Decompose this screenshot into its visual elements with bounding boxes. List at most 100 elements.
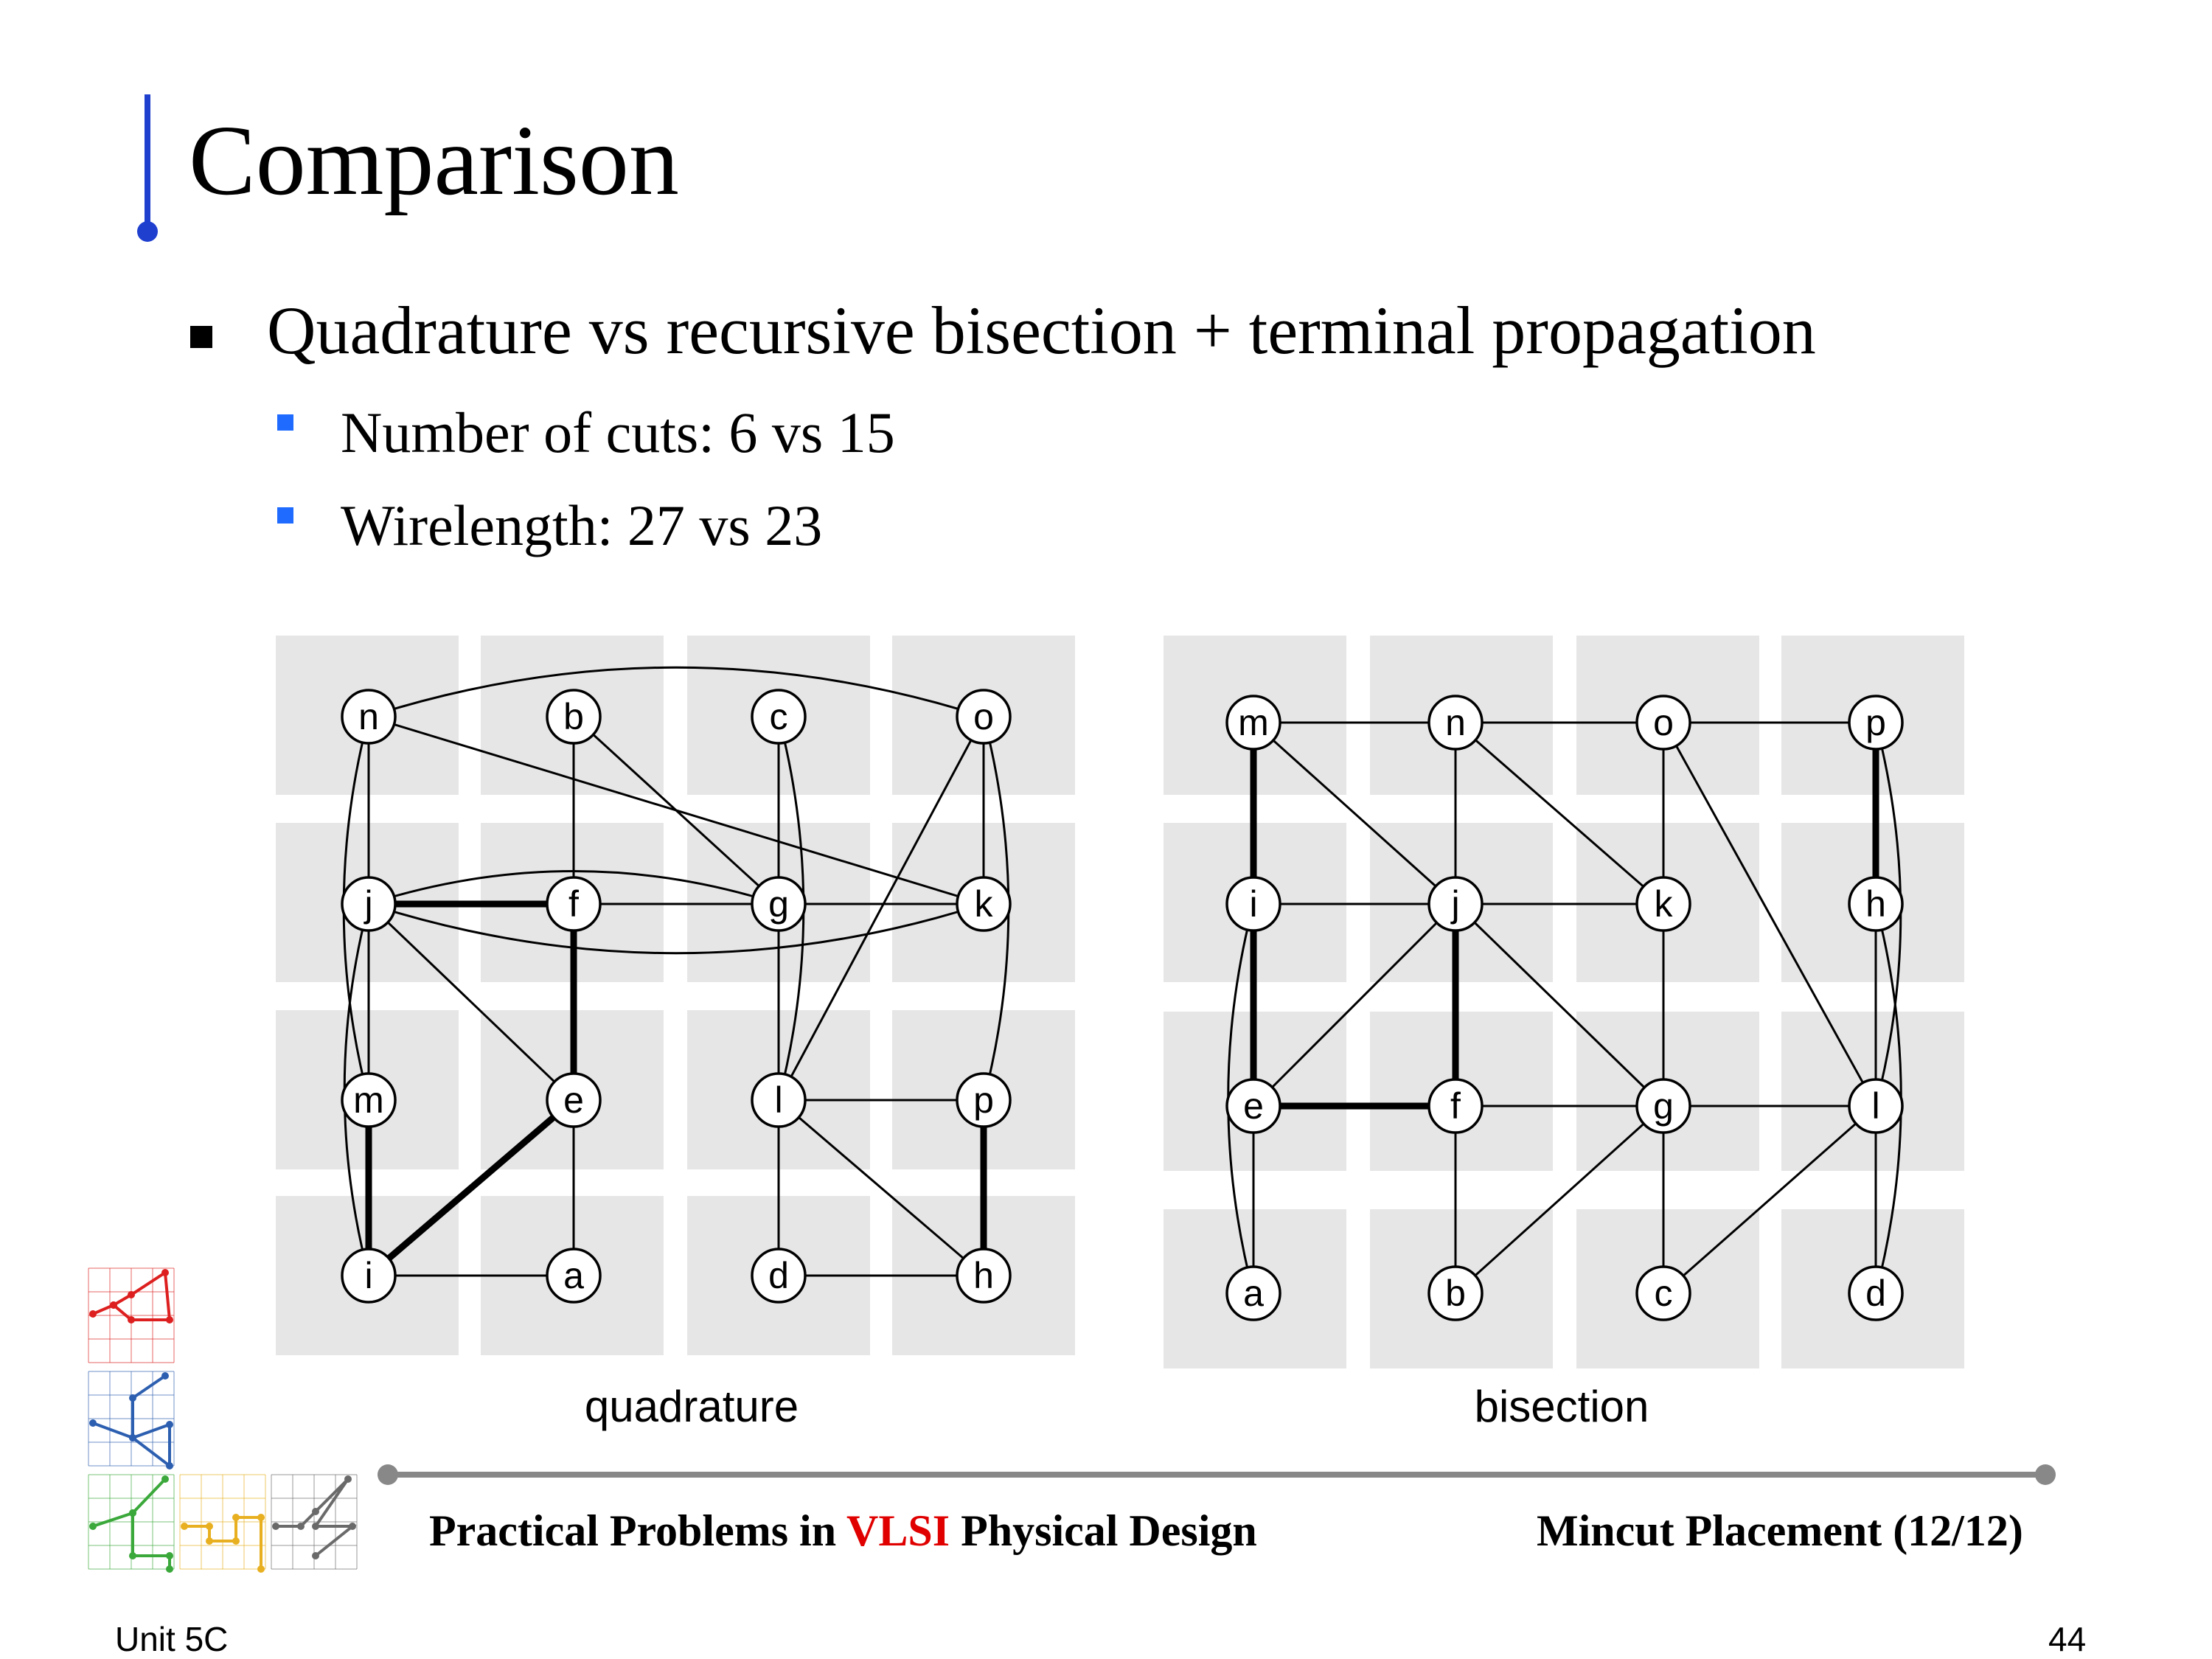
logo-pin bbox=[181, 1523, 188, 1530]
cell-node-label: d bbox=[1865, 1273, 1886, 1314]
cell-node-label: j bbox=[363, 883, 372, 925]
logo-pin bbox=[297, 1523, 305, 1530]
logo-pin bbox=[161, 1475, 169, 1483]
cell-node-label: l bbox=[1871, 1085, 1879, 1127]
logo-pin bbox=[161, 1269, 169, 1276]
cell-node-label: a bbox=[563, 1255, 584, 1296]
logo-pin bbox=[312, 1508, 319, 1515]
cell-node-label: i bbox=[364, 1255, 372, 1296]
sub-bullet-cuts: Number of cuts: 6 vs 15 bbox=[341, 400, 895, 465]
cell-node-label: b bbox=[563, 696, 584, 737]
cell-node-label: d bbox=[768, 1255, 789, 1296]
cell-node bbox=[956, 1248, 1012, 1304]
net-edge bbox=[1454, 1105, 1665, 1295]
sub-bullet-icon bbox=[277, 507, 293, 524]
unit-label: Unit 5C bbox=[115, 1620, 229, 1658]
page-number: 44 bbox=[2048, 1620, 2087, 1658]
title-accent-bar bbox=[145, 94, 150, 232]
logo-pin bbox=[312, 1523, 319, 1530]
slide-title: Comparison bbox=[189, 105, 679, 216]
cell-node bbox=[1635, 1265, 1691, 1321]
cell-node bbox=[1427, 695, 1484, 751]
cell-node bbox=[1427, 1078, 1484, 1134]
cell-node bbox=[956, 689, 1012, 745]
cell-node bbox=[956, 876, 1012, 932]
net-edge bbox=[367, 902, 575, 1102]
cell-node bbox=[341, 1248, 397, 1304]
title-accent-dot bbox=[137, 221, 158, 242]
logo-pin bbox=[272, 1523, 279, 1530]
cell-node bbox=[1848, 1078, 1904, 1134]
diagram-caption: quadrature bbox=[585, 1382, 799, 1431]
logo-pin bbox=[128, 1291, 135, 1298]
logo-pin bbox=[166, 1421, 173, 1428]
diagram-caption: bisection bbox=[1475, 1382, 1649, 1431]
cell-node bbox=[1848, 876, 1904, 932]
logo-pin bbox=[349, 1523, 356, 1530]
cell-node-label: p bbox=[1865, 702, 1886, 743]
logo-pin bbox=[206, 1537, 213, 1545]
cell-node bbox=[341, 1072, 397, 1128]
cell-node-label: n bbox=[358, 696, 379, 737]
net-edge bbox=[368, 666, 984, 718]
cell-node-label: m bbox=[1238, 702, 1269, 743]
logo-pin bbox=[89, 1419, 97, 1427]
cell-node-label: j bbox=[1450, 883, 1459, 925]
cell-node bbox=[1225, 876, 1281, 932]
cell-node bbox=[1635, 1078, 1691, 1134]
net-edge bbox=[1252, 902, 1457, 1107]
net-edge bbox=[778, 1099, 984, 1277]
footer-right: Mincut Placement (12/12) bbox=[1537, 1506, 2023, 1555]
footer-left: Practical Problems in VLSI Physical Desi… bbox=[429, 1509, 1257, 1553]
logo-pin bbox=[129, 1509, 136, 1517]
cell-node-label: b bbox=[1445, 1273, 1466, 1314]
net-edge bbox=[368, 870, 779, 905]
cell-node-label: g bbox=[1653, 1085, 1674, 1127]
logo-pin bbox=[129, 1552, 136, 1559]
cell-node bbox=[751, 689, 807, 745]
logo-pin bbox=[89, 1523, 97, 1530]
cell-node-label: p bbox=[973, 1079, 994, 1121]
cell-node bbox=[956, 1072, 1012, 1128]
logo-pin bbox=[128, 1316, 135, 1324]
cell-node-label: c bbox=[770, 696, 788, 737]
cell-node bbox=[341, 876, 397, 932]
sub-bullet-wirelength: Wirelength: 27 vs 23 bbox=[341, 493, 823, 557]
cell-node bbox=[546, 876, 602, 932]
cell-node-label: o bbox=[1653, 702, 1674, 743]
sub-bullet-icon bbox=[277, 414, 293, 431]
cell-node-label: k bbox=[1655, 883, 1674, 925]
net-edge bbox=[368, 902, 984, 955]
cell-node bbox=[751, 1072, 807, 1128]
cell-node bbox=[1225, 695, 1281, 751]
bullet-square-icon bbox=[190, 326, 212, 348]
cell-node-label: e bbox=[1243, 1085, 1264, 1127]
cell-node-label: f bbox=[568, 883, 579, 925]
footer-text: Physical Design bbox=[950, 1506, 1257, 1555]
logo-pin bbox=[344, 1475, 352, 1483]
cell-node-label: o bbox=[973, 696, 994, 737]
footer-vlsi: VLSI bbox=[846, 1506, 950, 1555]
logo-pin bbox=[232, 1514, 240, 1521]
net-edge bbox=[572, 715, 780, 905]
cell-node bbox=[1635, 695, 1691, 751]
cell-node-label: a bbox=[1243, 1273, 1264, 1314]
logo-pin bbox=[257, 1514, 265, 1521]
cell-node bbox=[341, 689, 397, 745]
cell-node-label: e bbox=[563, 1079, 584, 1121]
logo-pin bbox=[312, 1552, 319, 1559]
logo-pin bbox=[110, 1301, 117, 1309]
cell-node-label: f bbox=[1450, 1085, 1461, 1127]
cell-node-label: c bbox=[1655, 1273, 1673, 1314]
cell-node-label: g bbox=[768, 883, 789, 925]
logo-pin bbox=[166, 1552, 173, 1559]
cell-node bbox=[1635, 876, 1691, 932]
logo-pin bbox=[161, 1372, 169, 1380]
net-edge bbox=[1252, 721, 1457, 905]
cell-node-label: h bbox=[1865, 883, 1886, 925]
net-edge bbox=[777, 716, 985, 1101]
cell-node bbox=[546, 689, 602, 745]
logo-pin bbox=[89, 1310, 97, 1318]
